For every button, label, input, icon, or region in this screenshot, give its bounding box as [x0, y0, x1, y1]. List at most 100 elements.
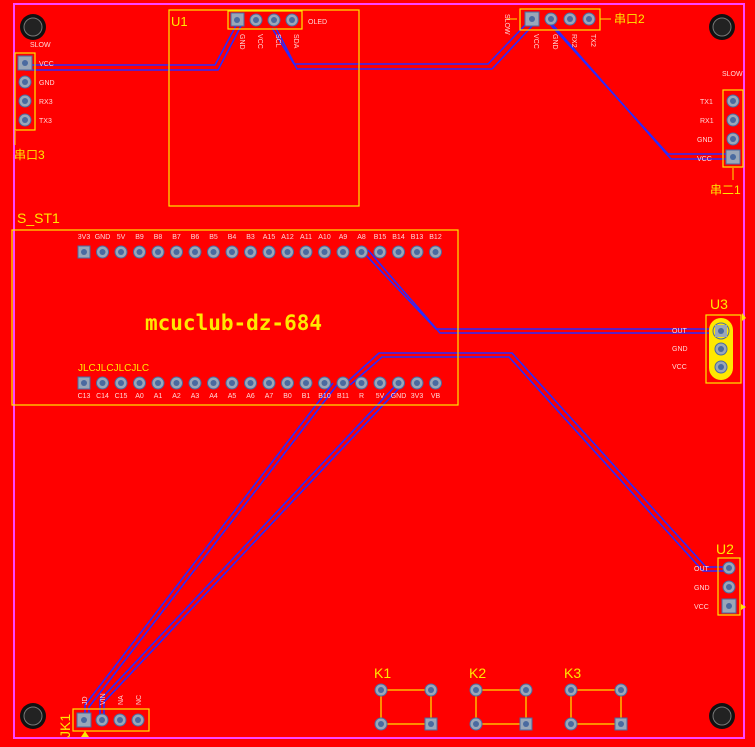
st1-pin-hole	[81, 249, 87, 255]
buttons	[374, 683, 628, 731]
u2-pin-label: VCC	[694, 604, 709, 611]
board-title: mcuclub-dz-684	[145, 311, 322, 335]
k3-ref: K3	[564, 665, 581, 681]
u1-pin-labels: GND VCC SCL SDA	[238, 34, 299, 50]
st1-pin-label: A4	[209, 393, 218, 400]
st1-pin-label: A7	[265, 393, 274, 400]
st1-pin-label: B12	[429, 234, 442, 241]
jk1-pin-label: NA	[118, 695, 125, 705]
button-k1-outline	[380, 689, 432, 725]
st1-pin-label: A10	[318, 234, 331, 241]
st1-pin-hole	[303, 249, 309, 255]
st1-pin-hole	[340, 249, 346, 255]
port2-footprint	[507, 8, 611, 31]
st1-pin-hole	[155, 249, 161, 255]
st1-pin-label: 3V3	[411, 393, 424, 400]
port3-pin-label: TX3	[39, 118, 52, 125]
st1-pin-hole	[99, 249, 106, 255]
port1-pin-label: RX1	[700, 118, 714, 125]
k1-ref: K1	[374, 665, 391, 681]
st1-pin-label: B9	[135, 234, 144, 241]
button-k2-outline	[475, 689, 527, 725]
st1-silk-text: JLCJLCJLCJLC	[78, 363, 149, 374]
port3-pin-label: VCC	[39, 61, 54, 68]
st1-pin-label: R	[359, 393, 364, 400]
st1-pin-label: 5V	[376, 393, 385, 400]
st1-pin-hole	[99, 380, 106, 386]
st1-pin-hole	[192, 249, 198, 255]
st1-pin-hole	[266, 380, 272, 386]
st1-pin-label: 3V3	[78, 234, 91, 241]
button-pad-hole	[568, 687, 574, 693]
st1-pin-label: B10	[318, 393, 331, 400]
st1-pin-hole	[358, 380, 365, 386]
u1-pin-label: SDA	[292, 34, 299, 49]
u3-footprint	[705, 313, 746, 384]
st1-pin-label: GND	[95, 234, 111, 241]
traces	[25, 19, 732, 718]
st1-pin-hole	[155, 380, 161, 386]
port1-pin-label: TX1	[700, 99, 713, 106]
button-pad-hole	[523, 687, 529, 693]
st1-pin-label: A3	[191, 393, 200, 400]
st1-pin-label: A2	[172, 393, 181, 400]
button-pad-hole	[523, 721, 529, 727]
button-pad-hole	[378, 687, 384, 693]
st1-pin-hole	[303, 380, 309, 386]
st1-pin-label: C14	[96, 393, 109, 400]
st1-pin-hole	[136, 380, 143, 386]
st1-pin-label: A11	[300, 234, 312, 241]
st1-pin-hole	[229, 249, 235, 255]
st1-pin-hole	[432, 249, 439, 255]
st1-pin-hole	[81, 380, 87, 386]
st1-pin-hole	[395, 380, 402, 386]
st1-pin-hole	[247, 380, 254, 386]
u3-pin-label: VCC	[672, 364, 687, 371]
u2-pin-label: OUT	[694, 566, 710, 573]
st1-pin-hole	[340, 380, 346, 386]
st1-pin-hole	[173, 380, 180, 386]
st1-pin-label: C15	[115, 393, 128, 400]
st1-pin-hole	[118, 249, 124, 255]
u3-pin-label: OUT	[672, 328, 688, 335]
st1-pin-label: A15	[263, 234, 276, 241]
u3-pin-labels: OUT GND VCC	[672, 328, 688, 371]
st1-ref: S_ST1	[17, 210, 60, 226]
port1-footprint	[722, 89, 744, 180]
st1-pin-hole	[284, 380, 291, 386]
st1-pin-hole	[377, 380, 383, 386]
button-pad-hole	[378, 721, 384, 727]
st1-pin-label: B11	[337, 393, 349, 400]
port2-pin-label: GND	[551, 34, 558, 50]
st1-pin-hole	[210, 249, 217, 255]
jk1-pin-labels: JD VIN NA NC	[82, 693, 143, 705]
st1-pin-hole	[229, 380, 235, 386]
u2-footprint	[717, 557, 746, 616]
port1-pin-label: VCC	[697, 156, 712, 163]
st1-pin-hole	[321, 249, 328, 255]
button-pad-hole	[428, 721, 434, 727]
button-pad-hole	[473, 721, 479, 727]
st1-pin-label: B5	[209, 234, 218, 241]
st1-pin-hole	[118, 380, 124, 386]
button-k3-outline	[570, 689, 622, 725]
port1-tag: SLOW	[722, 71, 743, 78]
st1-pin-label: B0	[283, 393, 292, 400]
u3-ref: U3	[710, 296, 728, 312]
jk1-pin-label: VIN	[100, 693, 107, 705]
u3-pin-label: GND	[672, 346, 688, 353]
st1-pin-label: 5V	[117, 234, 126, 241]
button-pad-hole	[473, 687, 479, 693]
st1-pin-label: B14	[392, 234, 405, 241]
port3-ref: 串口3	[14, 148, 45, 162]
port3-pin-labels: VCC GND RX3 TX3	[39, 61, 55, 125]
k2-ref: K2	[469, 665, 486, 681]
u1-pin-label: VCC	[256, 34, 263, 49]
port2-tag: SLOW	[503, 14, 510, 35]
st1-pin-hole	[414, 249, 420, 255]
button-pad-hole	[568, 721, 574, 727]
jk1-ref: JK1	[57, 714, 73, 738]
jk1-footprint	[72, 708, 150, 737]
